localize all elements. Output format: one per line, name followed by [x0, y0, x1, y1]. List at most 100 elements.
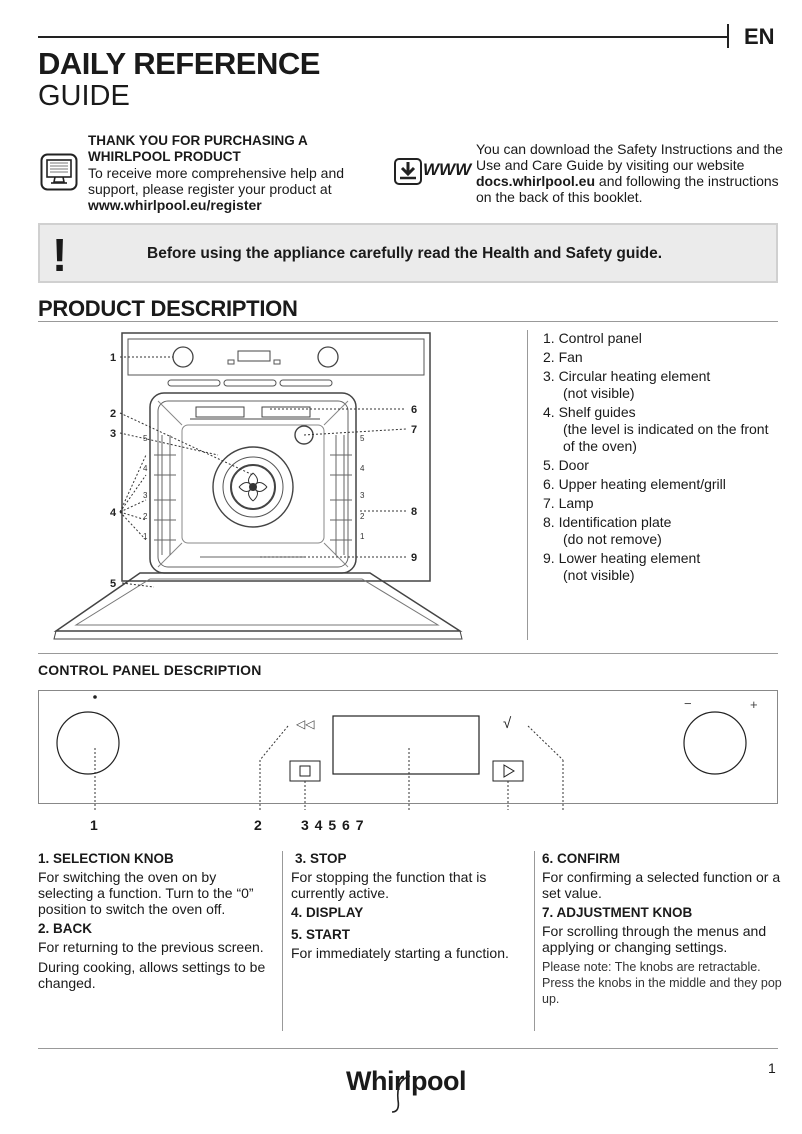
shelf-level-right-5: 5: [360, 434, 365, 443]
part-label: 2. Fan: [543, 349, 583, 365]
part-label: 5. Door: [543, 457, 589, 473]
part-label: 8. Identification plate: [543, 514, 672, 530]
start-heading: 5. START: [291, 927, 351, 942]
confirm-text: For confirming a selected function or a …: [542, 869, 781, 901]
callout-2: 2: [110, 408, 116, 420]
control-panel-heading: CONTROL PANEL DESCRIPTION: [38, 662, 262, 678]
product-description-heading: PRODUCT DESCRIPTION: [38, 296, 298, 321]
stop-button[interactable]: [289, 760, 321, 782]
language-code: EN: [744, 24, 775, 49]
part-label: 6. Upper heating element/grill: [543, 476, 726, 492]
part-note: (do not remove): [563, 531, 662, 547]
column-divider-2: [534, 851, 535, 1031]
warning-text: Before using the appliance carefully rea…: [147, 245, 663, 262]
back-heading: 2. BACK: [38, 921, 93, 936]
back-icon[interactable]: ◁◁: [296, 717, 315, 731]
knob-note: Please note: The knobs are retractable. …: [542, 960, 782, 1006]
cp-number-2: 2: [254, 817, 262, 833]
start-button[interactable]: [492, 760, 524, 782]
shelf-level-left-4: 4: [143, 464, 148, 473]
adjustment-knob-text: For scrolling through the menus and appl…: [542, 923, 767, 955]
callout-5: 5: [110, 578, 116, 590]
adjustment-knob[interactable]: [683, 711, 747, 775]
download-text: You can download the Safety Instructions…: [476, 141, 786, 205]
stop-text: For stopping the function that is curren…: [291, 869, 487, 901]
part-label: 3. Circular heating element: [543, 368, 711, 384]
stop-heading: 3. STOP: [295, 851, 347, 866]
part-6: 6. Upper heating element/grill: [543, 476, 783, 493]
back-text-2: During cooking, allows settings to be ch…: [38, 959, 266, 991]
callout-8: 8: [411, 506, 417, 518]
display-heading: 4. DISPLAY: [291, 905, 364, 920]
callout-3: 3: [110, 428, 116, 440]
part-3: 3. Circular heating element(not visible): [543, 368, 783, 402]
shelf-level-right-2: 2: [360, 512, 365, 521]
part-note: (not visible): [563, 567, 635, 583]
part-4: 4. Shelf guides(the level is indicated o…: [543, 404, 783, 455]
shelf-level-left-2: 2: [143, 512, 148, 521]
part-2: 2. Fan: [543, 349, 783, 366]
product-column-divider: [527, 330, 528, 640]
column-3: 6. CONFIRM For confirming a selected fun…: [542, 851, 782, 1011]
selection-knob-heading: 1. SELECTION KNOB: [38, 851, 174, 866]
selection-knob-text: For switching the oven on by selecting a…: [38, 869, 254, 917]
part-note: (not visible): [563, 385, 635, 401]
whirlpool-logo: Whirlpool: [346, 1066, 466, 1096]
callout-7: 7: [411, 424, 417, 436]
part-9: 9. Lower heating element(not visible): [543, 550, 783, 584]
adjustment-knob-heading: 7. ADJUSTMENT KNOB: [542, 905, 693, 920]
column-divider-1: [282, 851, 283, 1031]
callout-1: 1: [110, 352, 116, 364]
product-heading-rule: [38, 321, 778, 322]
selection-knob[interactable]: [56, 711, 120, 775]
callout-9: 9: [411, 552, 417, 564]
control-panel-drawing: − + ◁◁ √: [56, 695, 758, 810]
part-5: 5. Door: [543, 457, 783, 474]
thanks-title: THANK YOU FOR PURCHASING A WHIRLPOOL PRO…: [88, 133, 308, 164]
column-2: 3. STOP For stopping the function that i…: [291, 851, 527, 965]
part-8: 8. Identification plate(do not remove): [543, 514, 783, 548]
parts-list: 1. Control panel 2. Fan 3. Circular heat…: [543, 330, 783, 586]
shelf-level-left-1: 1: [143, 532, 148, 541]
shelf-level-left-3: 3: [143, 491, 148, 500]
display: [332, 715, 480, 775]
shelf-level-left-5: 5: [143, 434, 148, 443]
confirm-icon[interactable]: √: [503, 715, 512, 732]
download-text-part2: and following the instructions on the ba…: [476, 173, 779, 205]
control-panel-diagram: [38, 690, 778, 804]
minus-label: −: [684, 696, 692, 711]
oven-diagram: 1 2 3 4 5 6 7 8 9 5 4 3 2 1 5 4 3 2 1: [53, 332, 463, 640]
logo-swoosh-icon: [391, 1075, 411, 1113]
callout-4: 4: [110, 507, 117, 519]
callout-6: 6: [411, 404, 417, 416]
www-label: WWW: [423, 160, 472, 179]
part-label: 7. Lamp: [543, 495, 594, 511]
part-label: 9. Lower heating element: [543, 550, 701, 566]
warning-box: [38, 223, 778, 283]
start-text: For immediately starting a function.: [291, 945, 509, 961]
docs-link[interactable]: docs.whirlpool.eu: [476, 173, 596, 189]
plus-label: +: [750, 697, 758, 712]
control-panel-rule: [38, 653, 778, 654]
part-note: (the level is indicated on the front of …: [563, 421, 769, 454]
page-title-line1: DAILY REFERENCE: [38, 46, 320, 81]
monitor-icon: [40, 153, 78, 191]
part-label: 4. Shelf guides: [543, 404, 636, 420]
part-1: 1. Control panel: [543, 330, 783, 347]
header-rule-tick: [727, 24, 729, 48]
thanks-text: To receive more comprehensive help and s…: [88, 165, 378, 213]
register-link[interactable]: www.whirlpool.eu/register: [88, 197, 262, 213]
shelf-level-right-4: 4: [360, 464, 365, 473]
cp-number-3-7: 3 4 5 6 7: [301, 817, 365, 833]
page-title-line2: GUIDE: [38, 80, 130, 112]
download-text-part1: You can download the Safety Instructions…: [476, 141, 783, 173]
shelf-level-right-1: 1: [360, 532, 365, 541]
header-rule: [38, 36, 728, 38]
page-number: 1: [768, 1060, 776, 1076]
shelf-level-right-3: 3: [360, 491, 365, 500]
warning-icon: !: [52, 229, 68, 281]
column-1: 1. SELECTION KNOB For switching the oven…: [38, 851, 274, 995]
thanks-body: To receive more comprehensive help and s…: [88, 165, 345, 197]
download-www-icon: [394, 158, 422, 185]
confirm-heading: 6. CONFIRM: [542, 851, 621, 866]
